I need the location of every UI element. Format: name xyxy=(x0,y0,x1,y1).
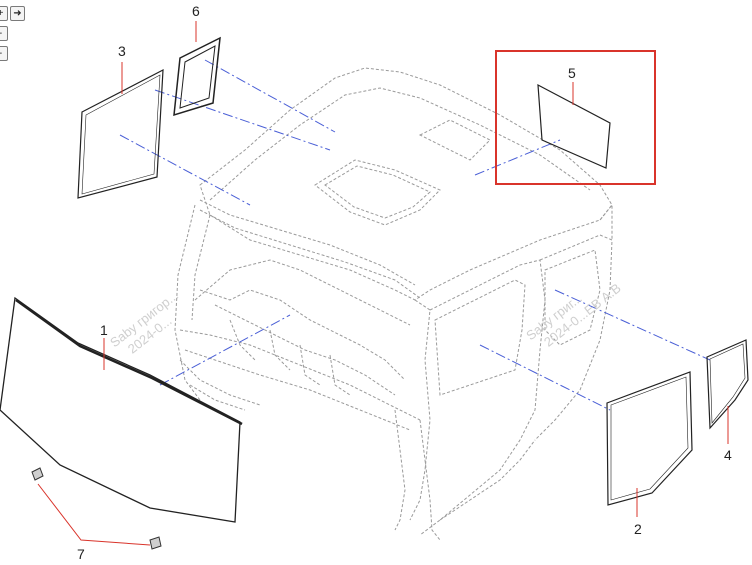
watermark-right: Saby григ... 2024-0...ЕВ А.В xyxy=(523,280,623,349)
callout-2: 2 xyxy=(634,521,642,537)
assembly-lines xyxy=(119,59,711,411)
part-4-glass xyxy=(706,339,749,430)
zoom-out-button[interactable]: - xyxy=(0,26,8,41)
next-button[interactable]: ➜ xyxy=(10,6,25,21)
zoom-in-button[interactable]: + xyxy=(0,6,8,21)
watermark-left: Saby григор... 2024-0... xyxy=(107,288,181,357)
part-3-glass xyxy=(77,68,164,199)
plus-icon: + xyxy=(0,8,4,19)
part-5-glass xyxy=(537,83,611,169)
minus-icon: - xyxy=(0,48,2,59)
part-2-glass xyxy=(606,371,693,506)
leader-lines xyxy=(37,21,729,546)
arrow-right-icon: ➜ xyxy=(13,8,22,19)
callout-7: 7 xyxy=(77,546,85,562)
part-1-windshield xyxy=(0,296,243,523)
callout-1: 1 xyxy=(100,322,108,338)
callout-3: 3 xyxy=(118,43,126,59)
callout-4: 4 xyxy=(724,447,732,463)
part-5-highlight-box xyxy=(495,50,656,185)
part-6-glass xyxy=(173,36,221,117)
callout-6: 6 xyxy=(192,3,200,19)
minus-icon: - xyxy=(0,28,2,39)
truck-cab xyxy=(174,67,613,541)
part-7-clips xyxy=(31,467,162,550)
viewer-toolbar: + ➜ - - xyxy=(0,6,32,66)
callout-5: 5 xyxy=(568,65,576,81)
reset-view-button[interactable]: - xyxy=(0,46,8,61)
